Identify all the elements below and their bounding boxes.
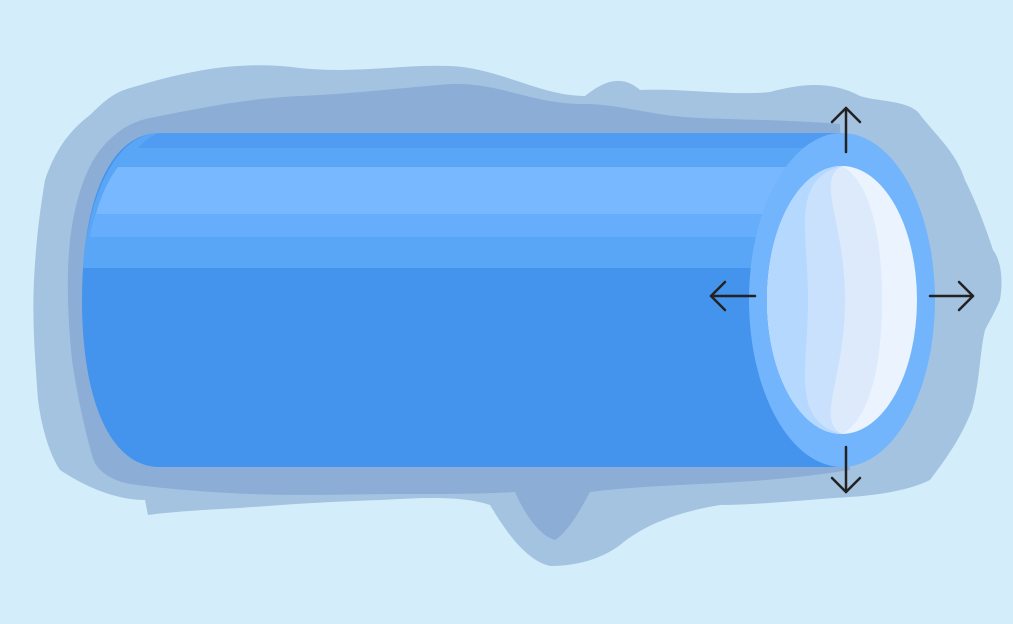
pipe-highlight-soft [90, 214, 842, 237]
pipe-highlight [96, 167, 842, 214]
pipe-top-edge [138, 133, 842, 148]
